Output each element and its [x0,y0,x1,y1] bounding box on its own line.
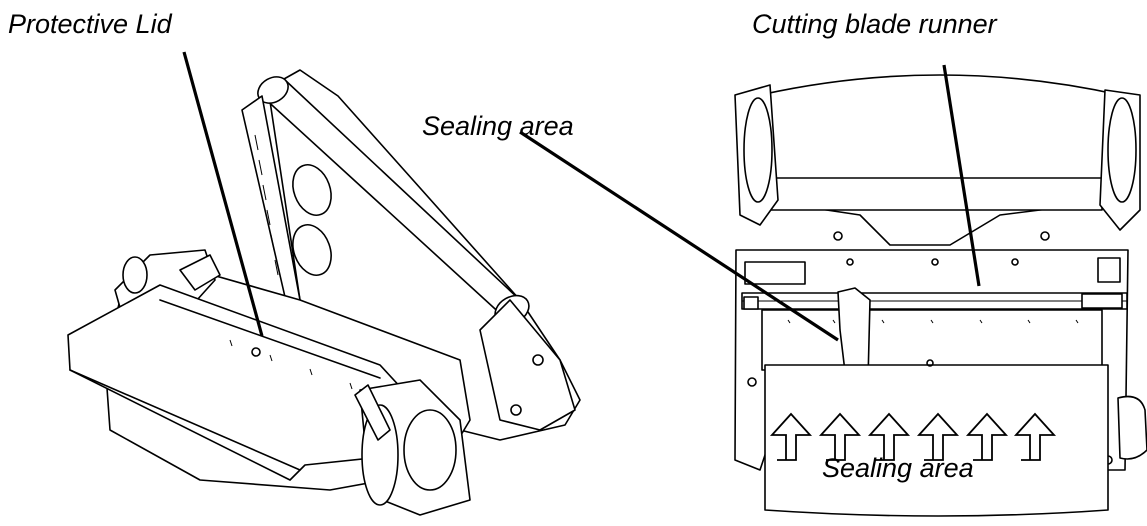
up-arrow-icon [1013,412,1057,461]
label-sealing-area-bottom: Sealing area [822,453,974,483]
machine-left-illustration [67,69,581,516]
up-arrow-icon [916,412,960,461]
up-arrow-icon [965,412,1009,461]
label-protective-lid: Protective Lid [8,9,173,39]
leader-line-protective-lid [182,51,264,337]
leader-line-cutting-blade-runner [942,64,981,287]
label-sealing-area-top: Sealing area [422,111,574,141]
up-arrow-icons [769,412,1057,461]
up-arrow-icon [867,412,911,461]
up-arrow-icon [818,412,862,461]
label-cutting-blade-runner: Cutting blade runner [752,9,998,39]
leader-line-sealing-area [519,130,839,342]
machine-right-illustration [734,74,1147,517]
up-arrow-icon [769,412,813,461]
